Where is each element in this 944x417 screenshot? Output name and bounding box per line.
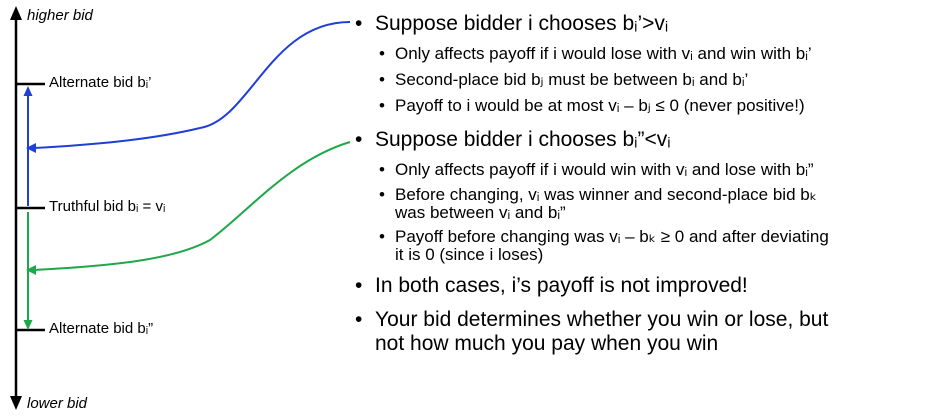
alternate-low-bid-label: Alternate bid bᵢ” — [49, 320, 154, 337]
truthful-bid-label: Truthful bid bᵢ = vᵢ — [49, 198, 166, 215]
bullet-underbid: Suppose bidder i chooses bᵢ”<vᵢ — [355, 128, 940, 152]
bullet-overbid: Suppose bidder i chooses bᵢ’>vᵢ — [355, 12, 940, 36]
sub-bullet: Payoff before changing was vᵢ – bₖ ≥ 0 a… — [355, 228, 940, 264]
bullet-conclusion: Your bid determines whether you win or l… — [355, 308, 940, 356]
axis-up-arrow — [10, 6, 22, 20]
higher-bid-label: higher bid — [27, 7, 93, 24]
axis-down-arrow — [10, 396, 22, 410]
sub-bullet: Before changing, vᵢ was winner and secon… — [355, 186, 940, 222]
green-connector-curve — [33, 141, 351, 271]
lower-bid-label: lower bid — [27, 395, 88, 412]
green-arrowhead — [23, 320, 33, 330]
sub-bullet: Second-place bid bⱼ must be between bᵢ a… — [355, 70, 940, 90]
bullet-not-improved: In both cases, i’s payoff is not improve… — [355, 274, 940, 298]
sub-bullet: Payoff to i would be at most vᵢ – bⱼ ≤ 0… — [355, 96, 940, 116]
alternate-high-bid-label: Alternate bid bᵢ’ — [49, 74, 152, 91]
bullet-list: Suppose bidder i chooses bᵢ’>vᵢ Only aff… — [355, 12, 940, 364]
blue-arrowhead — [23, 86, 33, 96]
green-connector-arrowhead — [26, 265, 36, 275]
blue-connector-curve — [33, 21, 351, 149]
sub-bullet: Only affects payoff if i would win with … — [355, 160, 940, 180]
sub-bullet: Only affects payoff if i would lose with… — [355, 44, 940, 64]
blue-connector-arrowhead — [26, 143, 36, 153]
